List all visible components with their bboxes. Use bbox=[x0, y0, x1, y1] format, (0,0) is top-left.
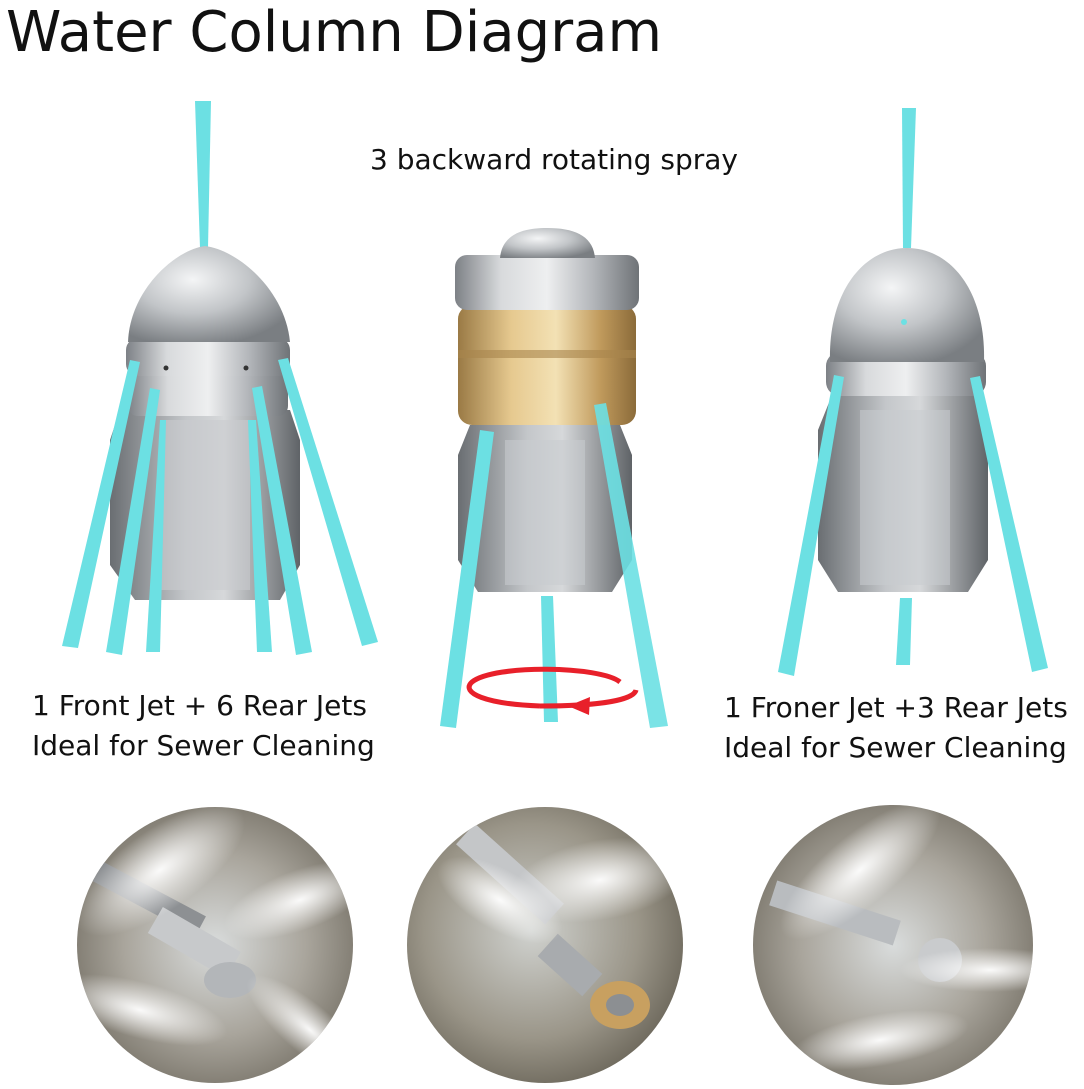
center-nozzle bbox=[440, 228, 668, 728]
center-jet-left bbox=[440, 430, 494, 728]
right-nozzle-caption: 1 Froner Jet +3 Rear Jets Ideal for Sewe… bbox=[724, 688, 1068, 768]
left-rear-jet-4 bbox=[248, 420, 272, 652]
left-caption-line2: Ideal for Sewer Cleaning bbox=[32, 729, 375, 762]
right-rear-jet-2 bbox=[896, 598, 912, 665]
right-nozzle-dome bbox=[829, 248, 985, 362]
photo-right-nozzle-in-use bbox=[753, 805, 1033, 1085]
photo-center-nozzle-in-use bbox=[407, 807, 683, 1083]
left-rear-jet-1 bbox=[62, 360, 140, 648]
rotation-arrow-icon bbox=[466, 666, 639, 715]
center-nozzle-label: 3 backward rotating spray bbox=[370, 143, 738, 176]
left-rear-jet-5 bbox=[252, 386, 312, 655]
right-caption-line1: 1 Froner Jet +3 Rear Jets bbox=[724, 691, 1068, 724]
right-rear-jet-3 bbox=[970, 376, 1048, 672]
left-nozzle bbox=[62, 101, 378, 655]
right-nozzle bbox=[778, 108, 1048, 676]
left-nozzle-collar bbox=[126, 338, 290, 376]
center-nozzle-brass-rotor bbox=[458, 305, 636, 425]
center-jet-middle bbox=[541, 596, 558, 722]
center-nozzle-cap bbox=[455, 255, 639, 310]
left-nozzle-caption: 1 Front Jet + 6 Rear Jets Ideal for Sewe… bbox=[32, 686, 375, 766]
right-rear-jet-1 bbox=[778, 375, 844, 676]
right-nozzle-collar bbox=[826, 352, 986, 396]
right-caption-line2: Ideal for Sewer Cleaning bbox=[724, 731, 1067, 764]
left-nozzle-neck bbox=[128, 372, 288, 416]
left-front-jet bbox=[195, 101, 211, 248]
right-front-jet bbox=[902, 108, 916, 248]
left-rear-jet-2 bbox=[106, 388, 160, 655]
photo-left-nozzle-in-use bbox=[77, 807, 353, 1083]
center-jet-right bbox=[594, 403, 668, 728]
left-nozzle-cone bbox=[128, 246, 290, 342]
center-nozzle-top-knob bbox=[500, 228, 595, 258]
left-rear-jet-3 bbox=[146, 420, 166, 652]
left-rear-jet-6 bbox=[278, 358, 378, 646]
page-title: Water Column Diagram bbox=[6, 0, 663, 65]
left-caption-line1: 1 Front Jet + 6 Rear Jets bbox=[32, 689, 367, 722]
